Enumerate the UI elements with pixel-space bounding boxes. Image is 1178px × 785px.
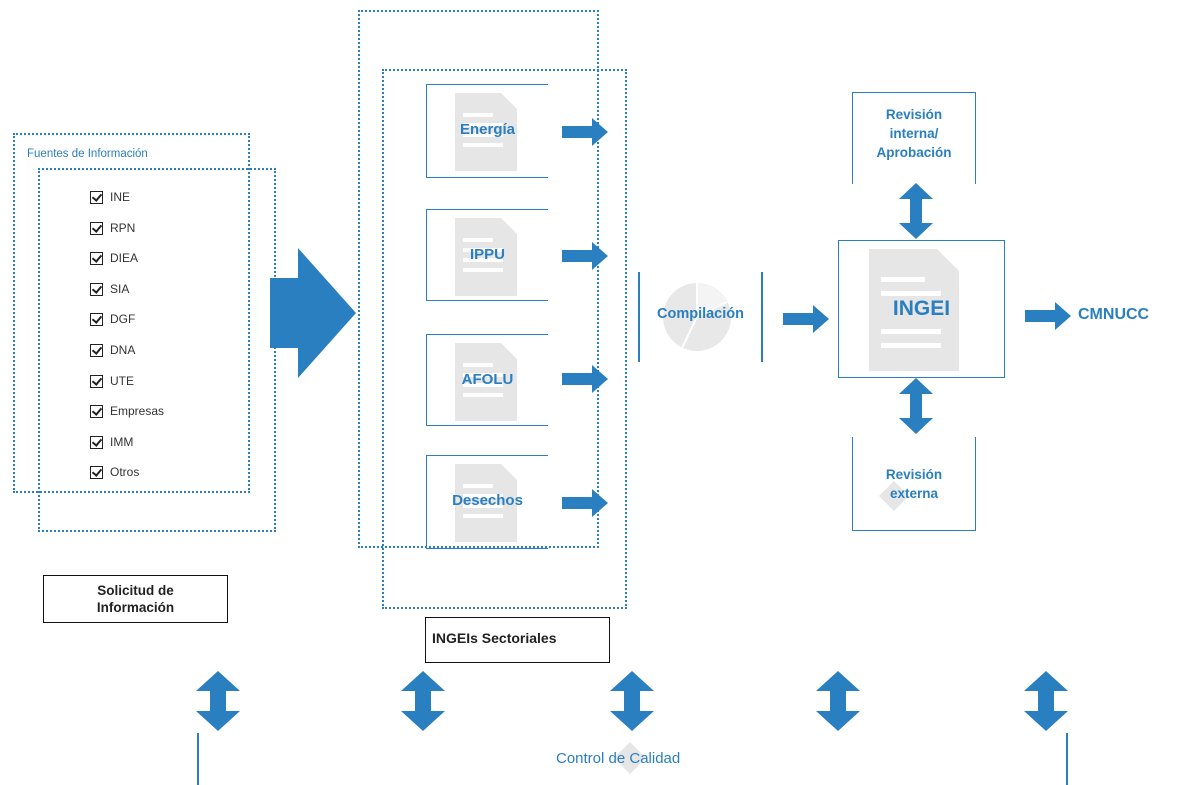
updown-arrow-qc-5	[1024, 671, 1068, 731]
arrow-energia	[562, 118, 608, 146]
arrow-desechos	[562, 489, 608, 517]
fuente-item: INE	[90, 190, 250, 210]
arrow-afolu	[562, 365, 608, 393]
fuente-label: DIEA	[110, 251, 139, 266]
control-calidad-label: Control de Calidad	[556, 750, 681, 767]
arrow-ippu	[562, 242, 608, 270]
checkbox-checked-icon	[90, 466, 103, 480]
sector-desechos: Desechos	[426, 455, 548, 549]
diamond-icon	[879, 481, 909, 511]
checkbox-checked-icon	[90, 252, 103, 266]
qc-left-bar	[197, 733, 199, 785]
fuente-item: DNA	[90, 343, 250, 363]
checkbox-checked-icon	[90, 374, 103, 388]
sector-label: Energía	[459, 121, 516, 138]
checkbox-checked-icon	[90, 282, 103, 296]
document-icon	[455, 93, 517, 171]
updown-arrow-qc-1	[196, 671, 240, 731]
sector-ippu: IPPU	[426, 209, 548, 301]
checkbox-checked-icon	[90, 344, 103, 357]
fuente-label: Otros	[110, 465, 140, 480]
updown-arrow-qc-2	[401, 671, 445, 731]
fuente-label: DGF	[110, 312, 136, 327]
fuentes-title: Fuentes de Información	[27, 148, 148, 160]
checkbox-checked-icon	[90, 435, 103, 449]
revision-interna-label: Revisión interna/ Aprobación	[876, 107, 952, 160]
fuente-item: IMM	[90, 435, 250, 455]
updown-arrow-qc-4	[816, 671, 860, 731]
updown-arrow-qc-3	[610, 671, 654, 731]
fuentes-outer-frame	[13, 133, 250, 493]
sectoral-inner-frame	[382, 69, 627, 609]
compilacion-label: Compilación	[656, 306, 744, 322]
revision-externa-box: Revisión externa	[852, 437, 976, 531]
qc-right-bar	[1066, 733, 1068, 785]
sector-label: Desechos	[452, 492, 523, 509]
sector-energia: Energía	[426, 84, 548, 178]
sector-label: AFOLU	[461, 371, 514, 388]
updown-arrow-interna	[899, 183, 933, 239]
fuente-label: RPN	[110, 220, 136, 235]
ingei-box: INGEI	[838, 240, 1005, 378]
compilacion-left-bar	[638, 272, 640, 362]
fuente-item: DGF	[90, 312, 250, 332]
fuente-item: Empresas	[90, 404, 250, 424]
fuente-item: UTE	[90, 374, 250, 394]
fuente-label: Empresas	[110, 404, 165, 419]
checkbox-checked-icon	[90, 221, 103, 235]
document-icon	[869, 249, 959, 371]
big-arrow	[270, 248, 356, 378]
fuente-item: SIA	[90, 282, 250, 302]
fuente-label: DNA	[110, 343, 136, 357]
fuente-item: DIEA	[90, 251, 250, 271]
sector-label: IPPU	[469, 246, 505, 263]
fuente-label: UTE	[110, 373, 134, 388]
diamond-icon	[614, 742, 646, 774]
sectoriales-label: INGEIs Sectoriales	[432, 630, 557, 646]
fuente-label: IMM	[110, 434, 134, 449]
updown-arrow-externa	[899, 378, 933, 434]
arrow-to-ingei	[783, 305, 829, 333]
sector-afolu: AFOLU	[426, 334, 548, 426]
revision-externa-label: Revisión externa	[885, 467, 943, 501]
solicitud-box: Solicitud de Información	[43, 575, 228, 623]
document-icon	[455, 343, 517, 421]
pie-icon	[663, 283, 731, 351]
checkbox-checked-icon	[90, 405, 103, 419]
fuente-label: INE	[110, 190, 131, 204]
fuente-item: Otros	[90, 465, 250, 485]
document-icon	[455, 218, 517, 296]
fuente-label: SIA	[110, 281, 130, 296]
cmnucc-label: CMNUCC	[1078, 306, 1150, 323]
arrow-to-cmnucc	[1025, 302, 1071, 330]
fuente-item: RPN	[90, 221, 250, 241]
solicitud-label: Solicitud de Información	[96, 583, 175, 615]
ingei-label: INGEI	[892, 297, 951, 320]
sectoral-outer-frame	[358, 10, 599, 548]
document-icon	[455, 464, 517, 542]
fuentes-inner-frame	[38, 168, 276, 532]
checkbox-checked-icon	[90, 191, 103, 204]
checkbox-checked-icon	[90, 313, 103, 327]
sectoriales-box: INGEIs Sectoriales	[425, 617, 610, 663]
compilacion-right-bar	[761, 272, 763, 362]
revision-interna-box: Revisión interna/ Aprobación	[852, 92, 976, 184]
